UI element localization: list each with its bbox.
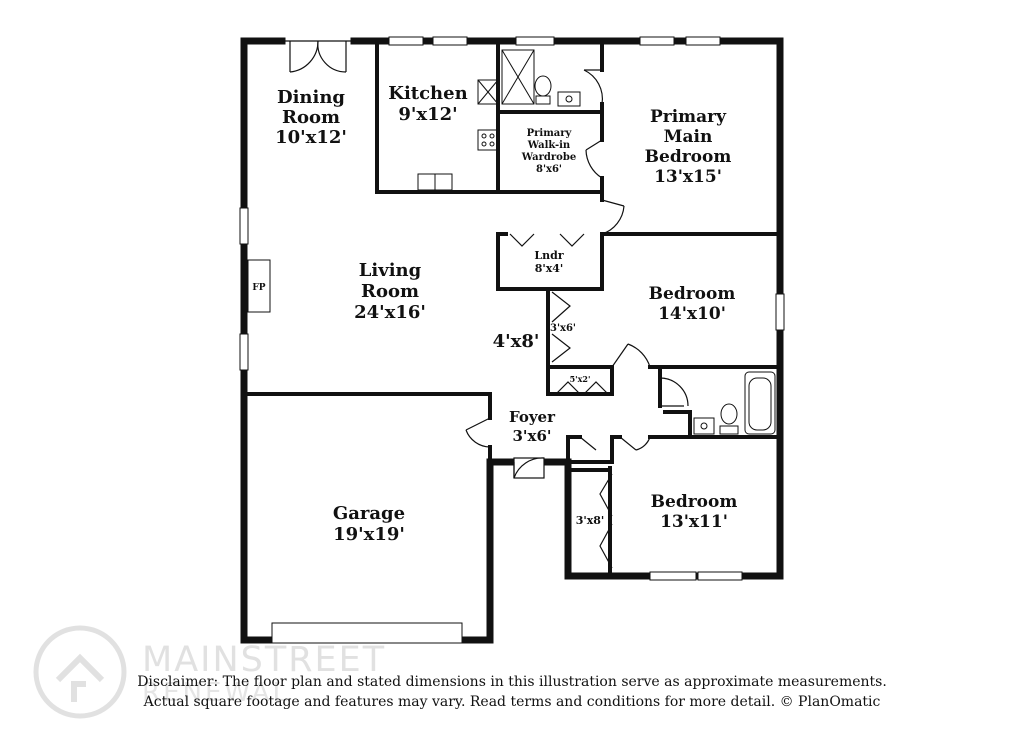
walkin-wardrobe-dims: 8'x6' <box>536 164 562 175</box>
hallway-dims: 4'x8' <box>493 331 540 352</box>
laundry-label: Lndr <box>534 249 563 262</box>
primary-bedroom-dims: 13'x15' <box>654 167 722 187</box>
windows <box>239 36 785 644</box>
living-room-dims: 24'x16' <box>354 302 426 323</box>
disclaimer-line-1: Disclaimer: The floor plan and stated di… <box>137 674 887 690</box>
garage-label: Garage <box>333 503 405 524</box>
foyer-label: Foyer <box>509 408 556 426</box>
bedroom3-dims: 13'x11' <box>660 512 728 532</box>
watermark-subtitle: RENEWAL <box>142 678 290 708</box>
interior-walls <box>242 39 782 574</box>
kitchen-label: Kitchen <box>388 83 467 104</box>
watermark-brand: MAINSTREET <box>142 640 387 680</box>
bedroom2-label: Bedroom <box>649 284 736 304</box>
walkin-wardrobe-label-line3: Wardrobe <box>521 152 576 163</box>
dining-room-label: Dining <box>277 87 345 108</box>
bedroom2-closet-dims: 3'x6' <box>550 323 576 334</box>
living-room-label-line2: Room <box>361 281 419 302</box>
walkin-wardrobe-label-line2: Walk-in <box>527 140 571 151</box>
fixtures <box>247 49 776 435</box>
bedroom2-dims: 14'x10' <box>658 304 726 324</box>
linen-closet-dims: 5'x2' <box>570 374 591 384</box>
laundry-dims: 8'x4' <box>535 262 564 275</box>
foyer-dims: 3'x6' <box>512 427 551 445</box>
bedroom3-closet-dims: 3'x8' <box>576 514 605 527</box>
doors <box>282 40 689 569</box>
watermark-house-icon <box>33 625 127 719</box>
disclaimer-line-2: Actual square footage and features may v… <box>143 694 881 710</box>
bedroom3-label: Bedroom <box>651 492 738 512</box>
room-labels: Dining Room 10'x12' Kitchen 9'x12' Prima… <box>252 83 737 545</box>
living-room-label: Living <box>359 260 422 281</box>
primary-bedroom-label: Primary <box>650 107 727 127</box>
primary-bedroom-label-line2: Main <box>664 127 713 147</box>
garage-dims: 19'x19' <box>333 524 405 545</box>
walkin-wardrobe-label: Primary <box>527 128 573 139</box>
primary-bedroom-label-line3: Bedroom <box>645 147 732 167</box>
fireplace-label: FP <box>252 283 265 293</box>
dining-room-label-line2: Room <box>282 107 340 128</box>
dining-room-dims: 10'x12' <box>275 127 347 148</box>
watermark-logo: MAINSTREET RENEWAL <box>30 618 410 728</box>
kitchen-dims: 9'x12' <box>398 104 457 125</box>
